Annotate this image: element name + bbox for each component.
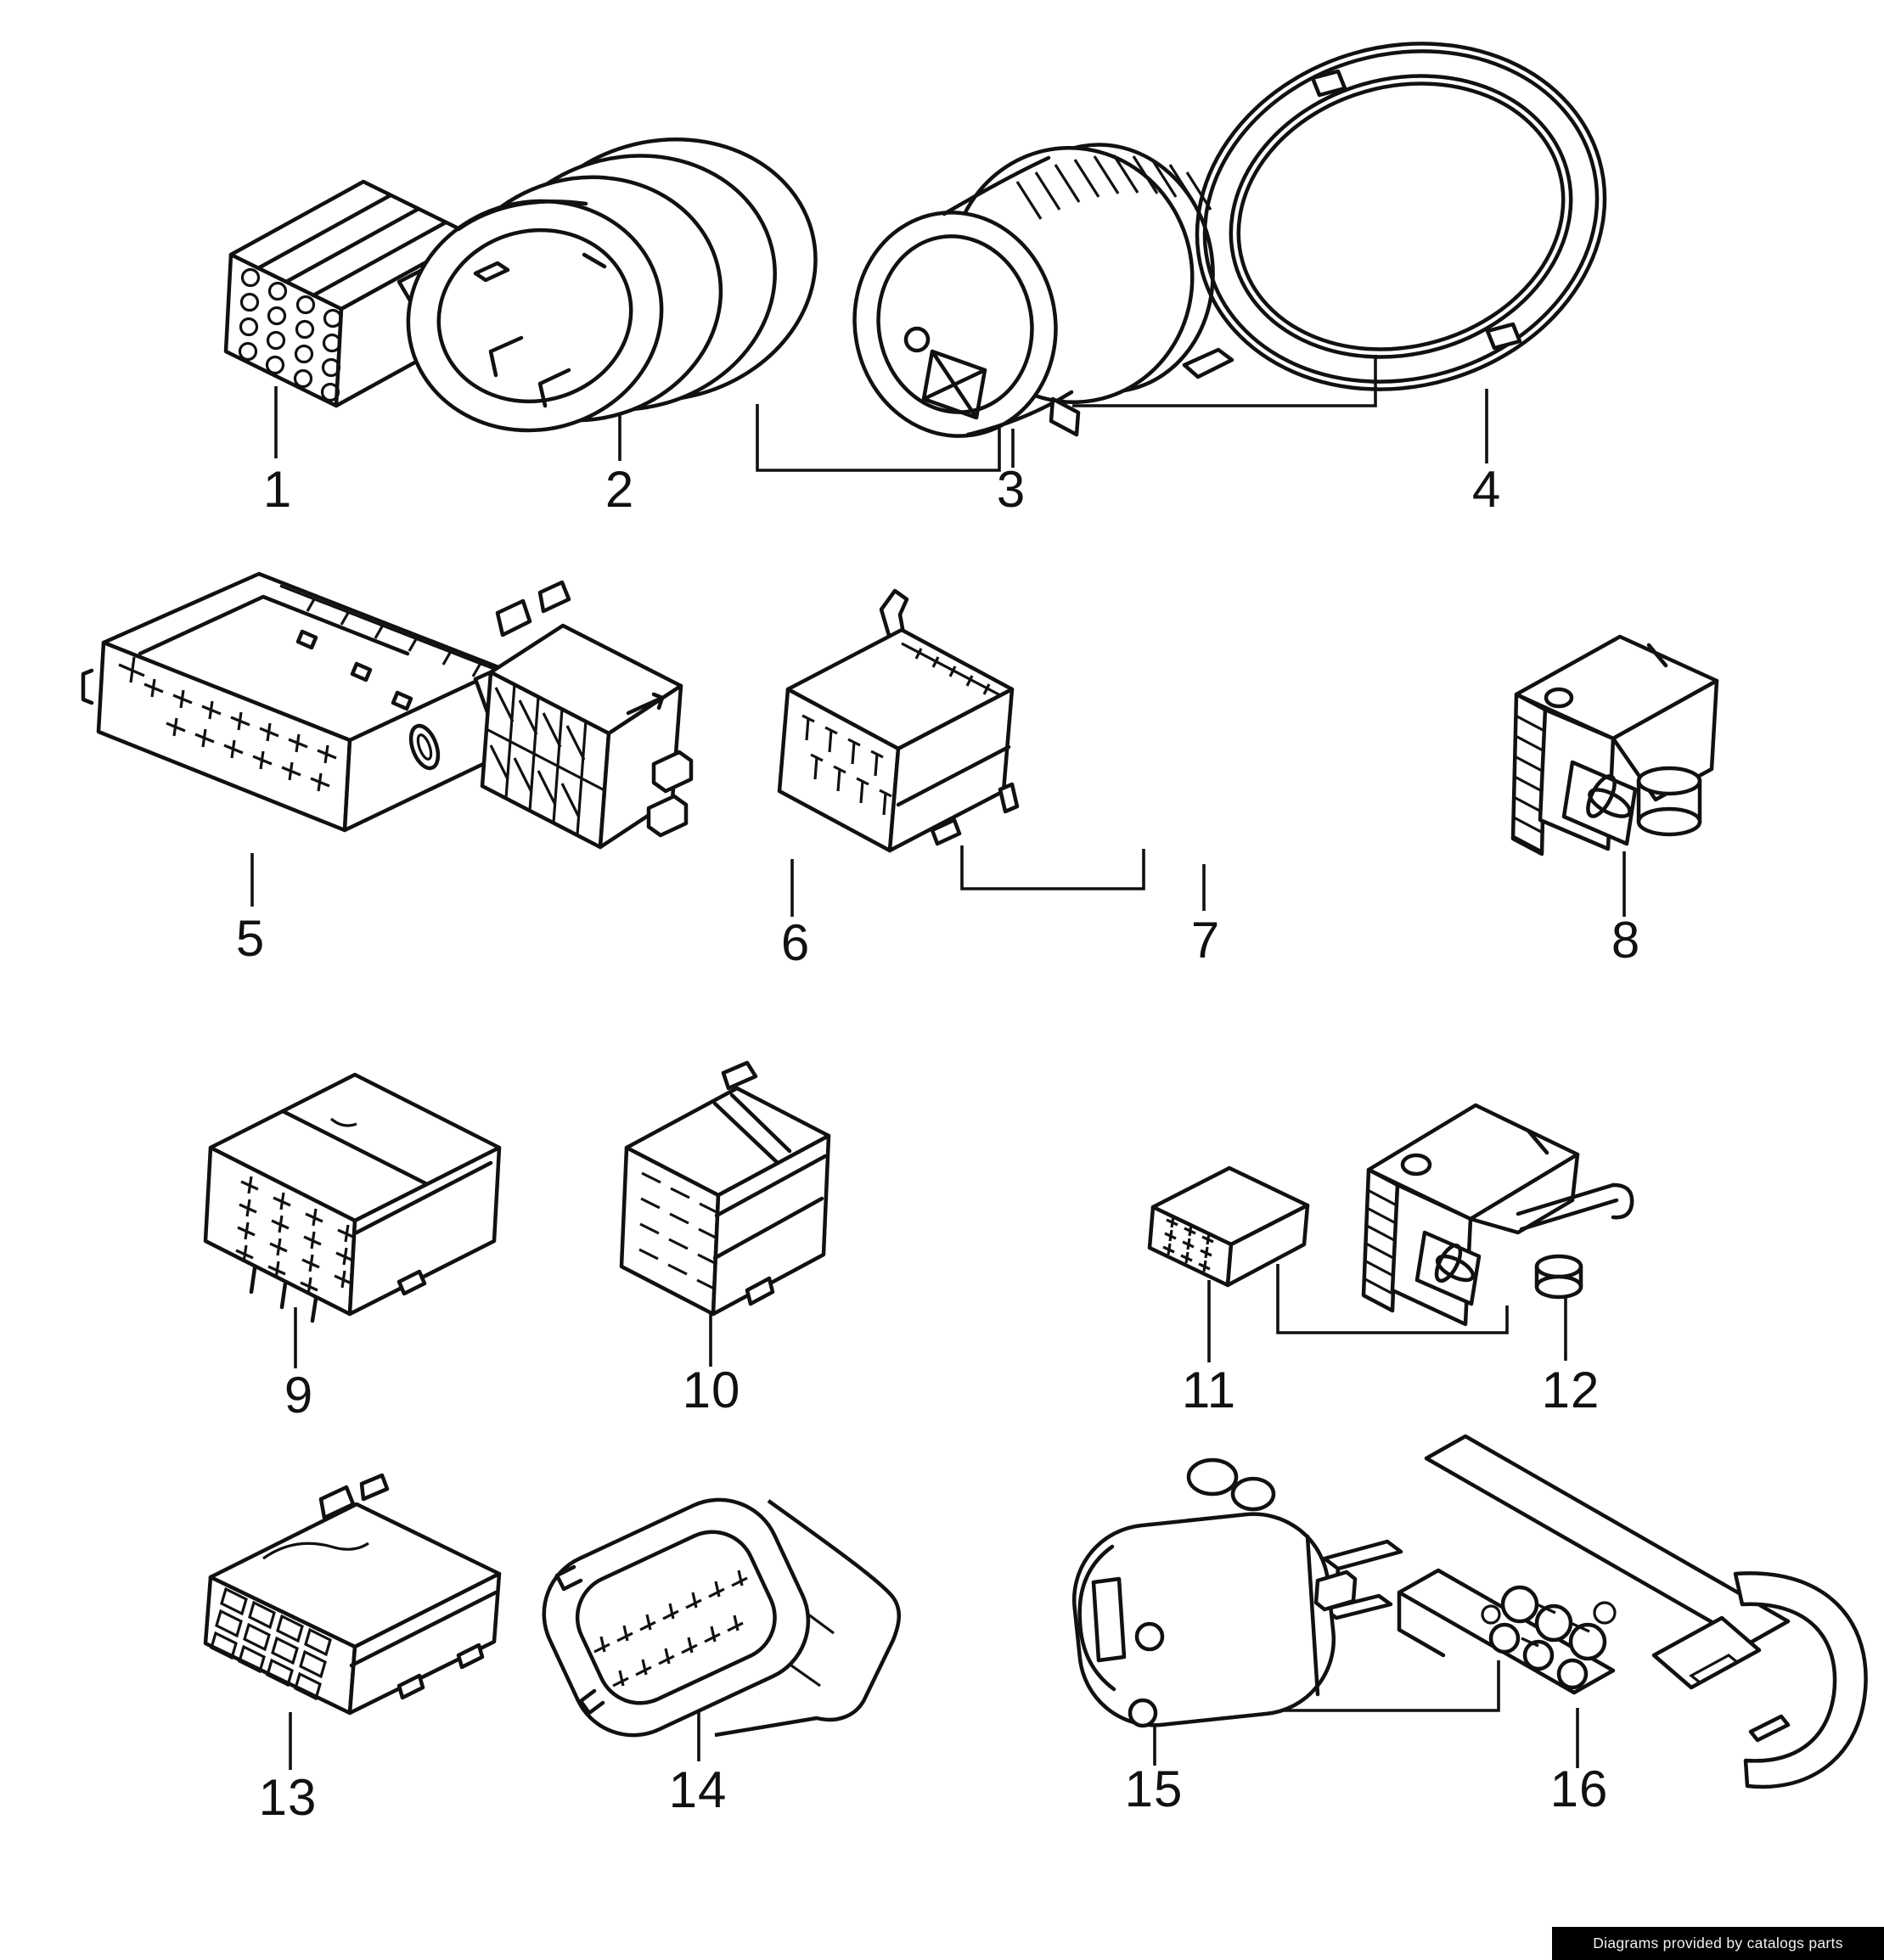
bracket-6-7 [960, 845, 1145, 890]
part-3-label: 3 [996, 461, 1026, 518]
part-14-label: 14 [668, 1761, 728, 1818]
socket-pin-cylinders [1481, 1585, 1617, 1690]
part-4-drawing [1195, 42, 1607, 391]
pin-plus-marks [118, 656, 337, 792]
part-1-label: 1 [262, 461, 293, 518]
socket-squares [210, 1587, 332, 1701]
part-15-label: 15 [1124, 1761, 1184, 1817]
part-10-drawing [619, 1060, 831, 1317]
part-15-drawing [1071, 1457, 1403, 1728]
part-3-drawing [852, 143, 1234, 438]
part-16-label: 16 [1549, 1761, 1609, 1817]
part-13-label: 13 [258, 1769, 318, 1826]
part-13-drawing [203, 1473, 502, 1716]
part-16-drawing [1397, 1434, 1868, 1789]
part-5-label: 5 [235, 910, 266, 967]
part-12-label: 12 [1541, 1362, 1600, 1418]
slot-marks [638, 1171, 719, 1301]
pin-plus-marks [593, 1570, 748, 1688]
connection-brackets [756, 355, 1509, 1712]
part-7-drawing [777, 588, 1020, 853]
part-11-drawing [1147, 1165, 1310, 1288]
watermark-bar: Diagrams provided by catalogs parts [1552, 1927, 1884, 1960]
part-14-drawing [542, 1497, 901, 1738]
part-4-label: 4 [1471, 461, 1502, 518]
part-9-label: 9 [284, 1367, 314, 1424]
part-11-label: 11 [1181, 1362, 1237, 1418]
watermark-text: Diagrams provided by catalogs parts [1593, 1935, 1843, 1952]
part-8-label: 8 [1611, 912, 1641, 969]
part-6-drawing [480, 580, 694, 850]
part-9-drawing [203, 1072, 502, 1323]
part-8-drawing [1510, 634, 1719, 856]
part-7-label: 7 [1190, 912, 1221, 969]
part-10-label: 10 [682, 1362, 741, 1418]
bracket-11-12 [1276, 1264, 1509, 1334]
part-12-drawing [1361, 1103, 1634, 1327]
part-5-drawing [81, 571, 553, 833]
part-2-drawing [406, 137, 818, 433]
pin-plus-marks [1162, 1216, 1214, 1272]
part-6-label: 6 [780, 914, 811, 971]
part-2-label: 2 [605, 461, 635, 518]
bracket-3-4 [1072, 355, 1377, 407]
pin-plus-marks [235, 1176, 356, 1295]
bracket-2-3 [756, 404, 1001, 472]
